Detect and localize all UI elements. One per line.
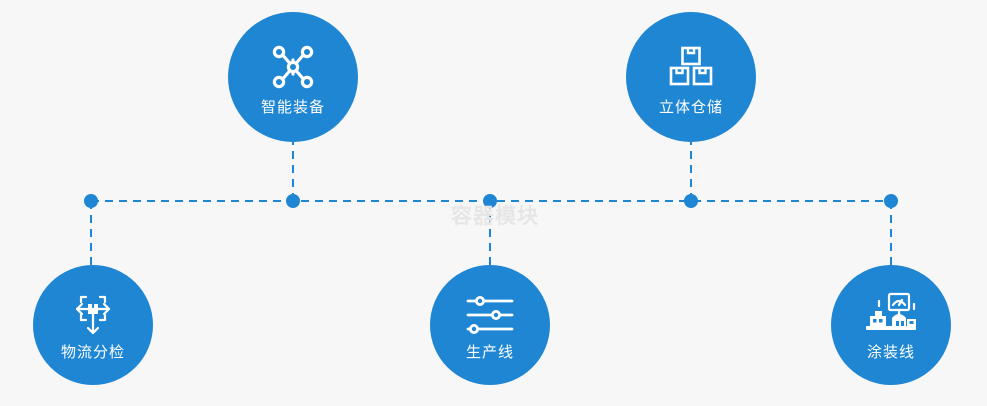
node-label: 智能装备 xyxy=(260,98,325,116)
factory-machine-icon xyxy=(862,291,920,339)
node-painting-line[interactable]: 涂装线 xyxy=(831,265,951,385)
junction-painting-line[interactable] xyxy=(884,194,898,208)
node-stereoscopic-warehouse[interactable]: 立体仓储 xyxy=(626,12,756,142)
stacked-boxes-icon xyxy=(667,42,715,94)
node-intelligent-equipment[interactable]: 智能装备 xyxy=(228,12,358,142)
junction-logistics-sorting[interactable] xyxy=(84,194,98,208)
node-label: 涂装线 xyxy=(866,343,915,361)
node-production-line[interactable]: 生产线 xyxy=(430,265,550,385)
watermark-label: 容器模块 xyxy=(451,204,539,228)
sorting-arrows-icon xyxy=(67,291,119,339)
junction-stereoscopic-warehouse[interactable] xyxy=(684,194,698,208)
junction-intelligent-equipment[interactable] xyxy=(286,194,300,208)
node-label: 生产线 xyxy=(465,343,514,361)
node-label: 立体仓储 xyxy=(658,98,723,116)
node-logistics-sorting[interactable]: 物流分检 xyxy=(33,265,153,385)
sliders-icon xyxy=(464,291,516,339)
network-nodes-icon xyxy=(268,42,318,94)
node-label: 物流分检 xyxy=(60,343,125,361)
